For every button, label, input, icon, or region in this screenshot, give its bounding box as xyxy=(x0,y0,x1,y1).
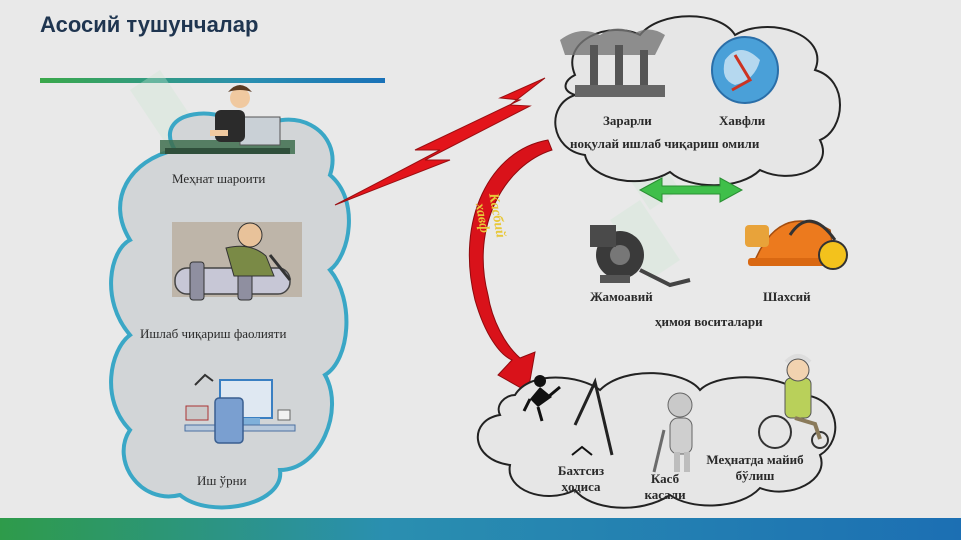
disease-line-1: Касб xyxy=(650,471,680,486)
factory-icon xyxy=(560,28,665,97)
label-protection-means: ҳимоя воситалари xyxy=(655,314,763,329)
workplace-icon xyxy=(184,373,296,444)
footer-bar xyxy=(0,518,961,540)
disability-line-1: Меҳнатда майиб xyxy=(706,452,804,467)
label-occupational-disease: Касб касали xyxy=(640,471,690,503)
label-dangerous: Хавфли xyxy=(719,113,766,128)
label-collective: Жамоавий xyxy=(590,289,653,304)
hazard-globe-icon xyxy=(711,36,779,104)
left-cloud xyxy=(109,111,351,510)
injured-person-icon xyxy=(652,392,693,473)
slide-title: Асосий тушунчалар xyxy=(40,12,259,37)
label-harmful: Зарарли xyxy=(603,113,652,128)
hard-hat-icon xyxy=(745,219,848,270)
title-underline xyxy=(40,78,385,83)
label-production-activity: Ишлаб чиқариш фаолияти xyxy=(140,326,287,341)
label-accident: Бахтсиз ҳодиса xyxy=(551,463,611,495)
label-workplace: Иш ўрни xyxy=(197,473,247,488)
lightning-arrow xyxy=(334,77,546,206)
ventilator-icon xyxy=(590,225,691,288)
disease-line-2: касали xyxy=(644,487,686,502)
curved-arrow xyxy=(468,139,553,393)
accident-line-2: ҳодиса xyxy=(561,479,601,494)
accident-line-1: Бахтсиз xyxy=(557,463,605,478)
office-worker-icon xyxy=(160,85,295,154)
label-working-conditions: Меҳнат шароити xyxy=(172,171,266,186)
double-arrow-icon xyxy=(638,177,744,203)
wheelchair-icon xyxy=(758,354,829,449)
label-unfavorable-factors: ноқулай ишлаб чиқариш омили xyxy=(570,136,760,151)
disability-line-2: бўлиш xyxy=(735,468,775,483)
falling-person-icon xyxy=(522,375,614,456)
label-disability: Меҳнатда майиб бўлиш xyxy=(700,452,810,484)
bottom-cloud xyxy=(476,372,837,509)
factory-worker-icon xyxy=(172,222,302,301)
label-personal: Шахсий xyxy=(763,289,811,304)
